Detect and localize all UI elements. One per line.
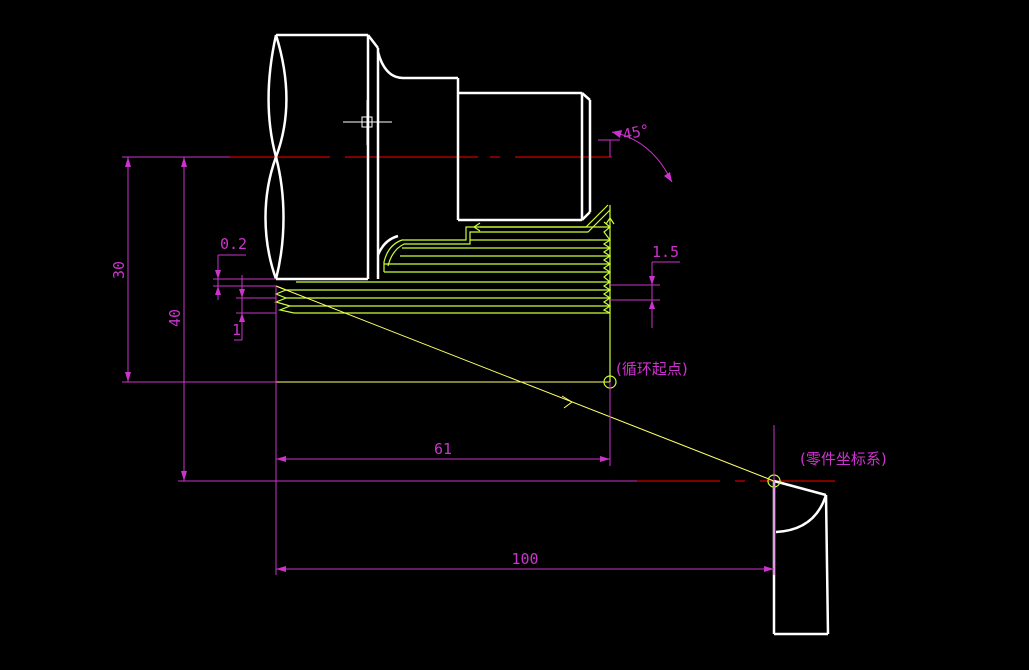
rapid-approach-path <box>275 285 775 482</box>
angle-label: 45° <box>621 121 651 144</box>
rapid-arrowhead <box>561 395 573 409</box>
rapid-diagonal <box>275 285 775 482</box>
arrowhead-left-1 <box>472 222 481 232</box>
labels: 45° 0.2 1.5 1 30 40 61 100 (循环起点) (零件坐标系… <box>110 121 887 568</box>
length-61-label: 61 <box>434 440 452 458</box>
roughing-toolpaths <box>274 204 615 382</box>
cycle-start-point-label: (循环起点) <box>616 360 688 378</box>
neck-fillet-bottom <box>376 234 399 256</box>
dimensions <box>122 131 775 575</box>
retract-moves <box>602 221 612 314</box>
finish-contour-pass <box>383 204 609 272</box>
finish-allowance-label: 0.2 <box>220 235 247 253</box>
retract-label: 1 <box>232 321 241 339</box>
end-chamfer-bottom <box>581 211 591 221</box>
body-chamfer <box>367 34 379 49</box>
finish-contour-offset <box>387 209 611 267</box>
workpiece-coordinate-label: (零件坐标系) <box>800 450 887 468</box>
break-line-right <box>264 34 288 280</box>
depth-of-cut-label: 1.5 <box>652 243 679 261</box>
workpiece-outline <box>264 33 592 281</box>
arrowhead-up <box>605 216 615 225</box>
neck-fillet-top <box>376 51 404 80</box>
length-100-label: 100 <box>511 550 538 568</box>
tool-right-edge <box>824 494 830 635</box>
dimension-arrowheads <box>125 130 774 572</box>
end-chamfer-top <box>581 92 591 101</box>
crosshair-cursor-icon <box>343 100 392 145</box>
diameter-30-label: 30 <box>110 261 128 279</box>
tool-top-edge <box>773 479 827 497</box>
tool-tip-arc <box>775 494 828 534</box>
diameter-40-label: 40 <box>166 309 184 327</box>
pass-end-bevels <box>274 285 295 314</box>
